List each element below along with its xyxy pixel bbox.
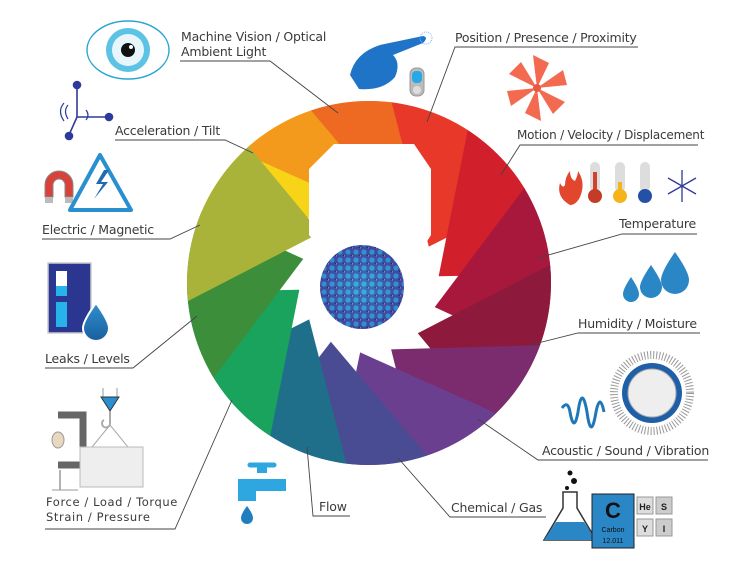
- water-faucet-icon: [236, 462, 288, 524]
- periodic-symbol-y: Y: [642, 524, 648, 534]
- periodic-mass-carbon: 12.011: [603, 538, 624, 545]
- sphere-shade: [320, 245, 404, 329]
- label-machine-vision-line1: Machine Vision / Optical: [181, 29, 327, 44]
- leader-line-humidity: [529, 332, 700, 346]
- eye-icon: [86, 20, 170, 80]
- leader-line-motion: [500, 144, 698, 176]
- leader-line-leaks: [45, 315, 198, 369]
- label-motion: Motion / Velocity / Displacement: [517, 128, 705, 142]
- leader-line-position: [426, 46, 638, 123]
- label-position: Position / Presence / Proximity: [455, 30, 637, 45]
- tank-drop-icon: [47, 262, 111, 342]
- leader-line-electric: [42, 224, 201, 240]
- label-force-line2: Strain / Pressure: [46, 510, 151, 524]
- clamp-crane-load-icon: [51, 388, 144, 491]
- leader-line-chemical: [397, 457, 546, 518]
- periodic-name-carbon: Carbon: [602, 527, 625, 534]
- label-machine-vision-line2: Ambient Light: [181, 44, 267, 59]
- label-acoustic: Acoustic / Sound / Vibration: [542, 443, 710, 458]
- periodic-symbol-he: He: [639, 502, 651, 512]
- leader-line-flow: [306, 446, 350, 517]
- label-humidity: Humidity / Moisture: [578, 316, 697, 331]
- label-chemical: Chemical / Gas: [451, 500, 543, 515]
- label-temperature: Temperature: [619, 216, 696, 231]
- water-drops-icon: [623, 252, 689, 302]
- leader-line-acceleration: [115, 139, 254, 154]
- sound-wave-burst-icon: [560, 351, 694, 435]
- pointing-hand-switch-icon: [350, 31, 433, 97]
- magnet-high-voltage-icon: [44, 153, 133, 212]
- label-force-line1: Force / Load / Torque: [46, 495, 178, 509]
- leader-line-force: [45, 399, 233, 530]
- leader-line-temperature: [537, 233, 697, 259]
- label-flow: Flow: [319, 499, 347, 514]
- leader-line-acoustic: [477, 418, 708, 461]
- periodic-element-carbon: [591, 493, 635, 549]
- wheel-inner-hole: [309, 144, 431, 262]
- periodic-symbol-carbon: C: [605, 498, 621, 523]
- thermometer-flame-snowflake-icon: [559, 162, 697, 205]
- leader-lines: [42, 46, 708, 530]
- flask-periodic-table-icon: [542, 470, 673, 549]
- label-machine-vision: Machine Vision / Optical Ambient Light: [181, 29, 326, 59]
- label-force: Force / Load / Torque Strain / Pressure: [46, 495, 178, 525]
- leader-line-machine-vision: [180, 60, 339, 114]
- wheel-petal: [187, 146, 321, 302]
- label-leaks: Leaks / Levels: [45, 351, 130, 366]
- pinwheel-icon: [507, 55, 567, 121]
- label-acceleration: Acceleration / Tilt: [115, 123, 221, 138]
- three-axis-icon: [59, 80, 114, 141]
- periodic-symbol-i: I: [663, 524, 666, 534]
- periodic-symbol-s: S: [661, 502, 667, 512]
- label-electric: Electric / Magnetic: [42, 222, 154, 237]
